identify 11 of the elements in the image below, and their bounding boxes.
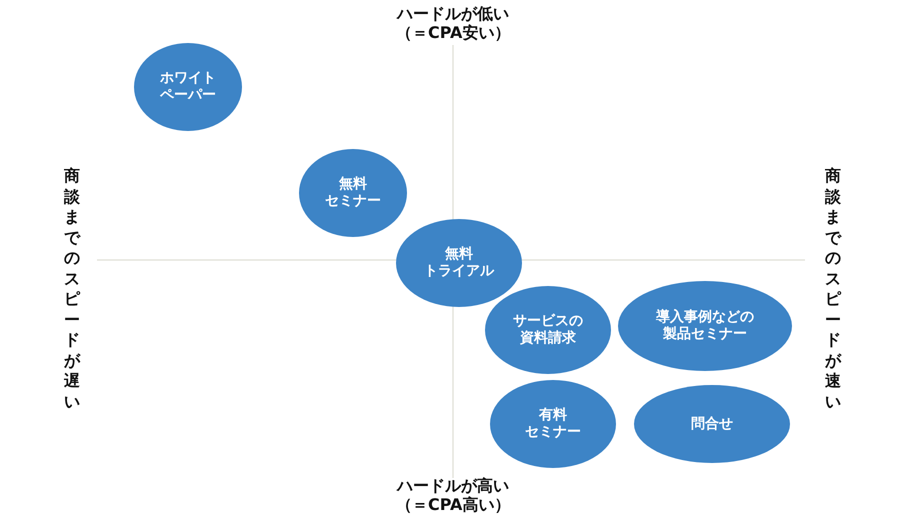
ellipse-bubble: 導入事例などの製品セミナー bbox=[618, 281, 792, 371]
ellipse-bubble: サービスの資料請求 bbox=[485, 286, 611, 374]
axis-label-vertical: 商談までのスピードが速い bbox=[824, 166, 842, 412]
ellipse-bubble: ホワイトペーパー bbox=[134, 43, 242, 131]
ellipse-bubble: 有料セミナー bbox=[490, 380, 616, 468]
axis-label: ハードルが低い（＝CPA安い） bbox=[396, 4, 510, 42]
ellipse-bubble: 無料セミナー bbox=[299, 149, 407, 237]
axis-label-vertical: 商談までのスピードが遅い bbox=[63, 166, 81, 412]
ellipse-bubble: 無料トライアル bbox=[396, 219, 522, 307]
axis-label: ハードルが高い（＝CPA高い） bbox=[396, 476, 510, 514]
ellipse-bubble: 問合せ bbox=[634, 385, 790, 463]
